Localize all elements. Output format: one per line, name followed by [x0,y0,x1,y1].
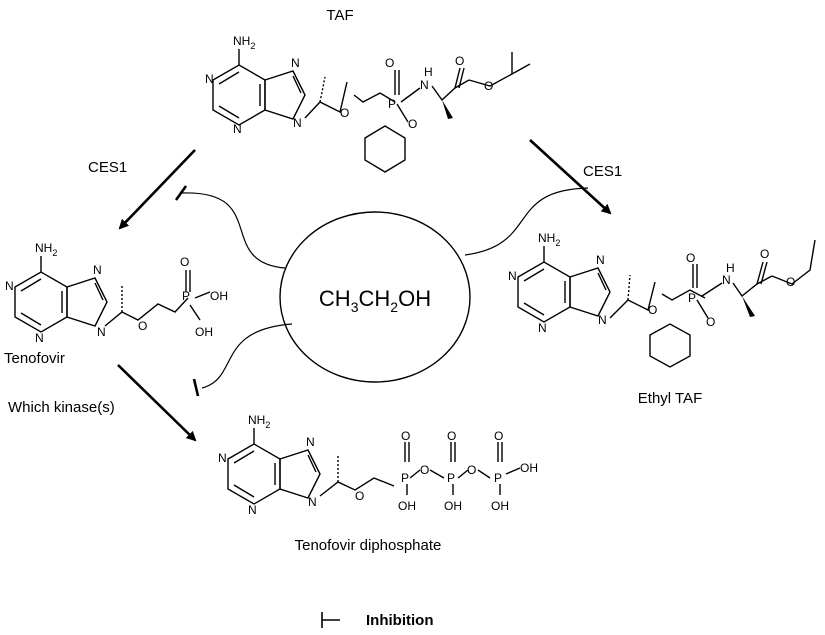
svg-text:NH2: NH2 [538,231,560,248]
svg-text:N: N [35,331,44,345]
kinase-arrow [117,364,197,442]
tenofovir-diphosphate-structure: NH2 N N N N [218,413,321,517]
svg-text:N: N [293,116,302,130]
inhibition-curve-bottom-left [201,323,293,389]
inhibition-bar-bottom [192,378,200,397]
svg-text:O: O [180,255,189,269]
svg-text:N: N [722,273,731,287]
svg-text:N: N [218,451,227,465]
inhibition-legend-label: Inhibition [366,612,433,629]
svg-text:O: O [340,106,349,120]
svg-text:O: O [455,54,464,68]
svg-text:O: O [355,489,364,503]
ethyl-taf-sidechain: O P O O N H O O [609,239,816,368]
svg-text:O: O [484,79,493,93]
tenofovir-label: Tenofovir [4,350,65,367]
svg-text:N: N [420,78,429,92]
svg-text:H: H [424,65,433,79]
ethyl-taf-label: Ethyl TAF [638,390,702,407]
svg-text:N: N [5,279,14,293]
svg-text:N: N [538,321,547,335]
ces1-arrow-left [118,149,196,230]
inhibition-curve-right [464,187,589,256]
ethanol-label: CH3CH2OH [319,286,431,315]
svg-text:O: O [706,315,715,329]
title-taf: TAF [326,7,353,24]
svg-text:O: O [420,463,429,477]
svg-text:N: N [598,313,607,327]
svg-text:O: O [385,56,394,70]
svg-text:N: N [308,495,317,509]
ethyl-taf-structure: NH2 N N N N [508,231,611,335]
svg-text:OH: OH [210,289,228,303]
legend: Inhibition [321,612,433,629]
svg-text:P: P [447,471,455,485]
ces1-label-left: CES1 [88,159,127,176]
svg-text:N: N [233,122,242,136]
svg-text:N: N [306,435,315,449]
taf-sidechain: O P O O N H O O [304,52,531,173]
svg-text:P: P [401,471,409,485]
svg-text:NH2: NH2 [248,413,270,430]
svg-text:O: O [494,429,503,443]
svg-text:OH: OH [520,461,538,475]
tenofovir-structure: NH2 N N N N [5,241,108,345]
svg-text:N: N [93,263,102,277]
svg-text:N: N [508,269,517,283]
svg-text:N: N [248,503,257,517]
svg-text:P: P [182,289,190,303]
svg-text:OH: OH [491,499,509,513]
svg-text:O: O [401,429,410,443]
svg-text:O: O [686,251,695,265]
svg-text:OH: OH [444,499,462,513]
svg-text:NH2: NH2 [233,34,255,51]
svg-text:OH: OH [195,325,213,339]
ces1-label-right: CES1 [583,163,622,180]
taf-structure: NH2 N N N N [205,34,306,136]
svg-text:P: P [494,471,502,485]
svg-text:N: N [291,56,300,70]
kinase-label: Which kinase(s) [8,399,115,416]
diphosphate-sidechain: O P O O P O O P O OH OH OH OH [319,429,538,513]
inhibition-bar-top [174,185,188,201]
svg-text:N: N [205,72,214,86]
svg-text:P: P [388,97,396,111]
svg-text:OH: OH [398,499,416,513]
svg-text:O: O [760,247,769,261]
tenofovir-sidechain: O P O OH OH [104,255,228,339]
svg-text:O: O [408,117,417,131]
diphosphate-label: Tenofovir diphosphate [295,537,442,554]
svg-text:O: O [467,463,476,477]
svg-text:N: N [97,325,106,339]
svg-text:NH2: NH2 [35,241,57,258]
svg-text:H: H [726,261,735,275]
svg-text:O: O [786,275,795,289]
svg-text:N: N [596,253,605,267]
ces1-arrow-right [529,139,612,215]
svg-text:P: P [688,291,696,305]
svg-text:O: O [447,429,456,443]
inhibition-curve-top-left [181,192,286,269]
svg-text:O: O [138,319,147,333]
svg-text:O: O [648,303,657,317]
ethanol-ellipse [279,211,471,383]
